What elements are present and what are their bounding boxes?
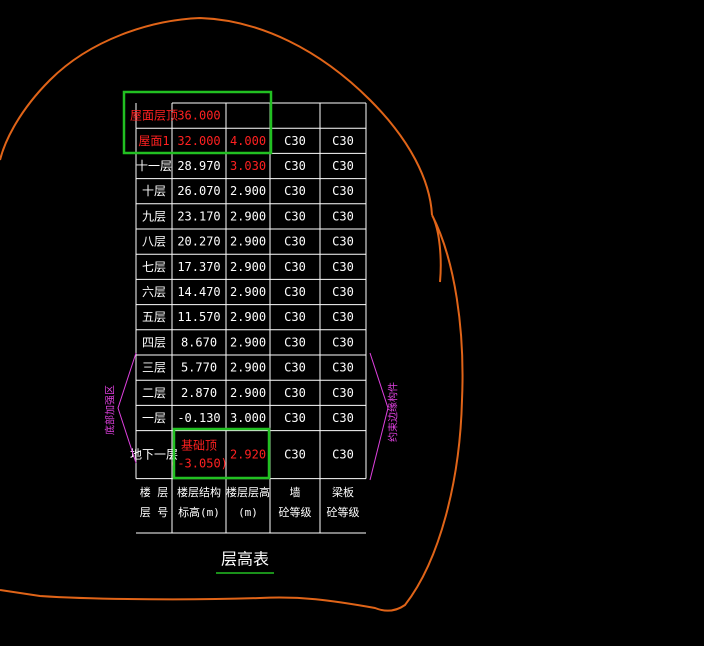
floor-label: 三层 [142,361,166,375]
wall-grade: C30 [284,448,306,462]
column-header: 标高(m) [178,505,220,519]
floor-label: 屋面层顶 [130,109,178,123]
column-header: 楼层层高 [226,485,270,499]
annotation-box-bottom [172,427,271,480]
beam-grade: C30 [332,335,354,349]
floor-height: 2.900 [230,386,266,400]
column-header: 墙 [290,485,301,499]
floor-elevation: 26.070 [177,184,220,198]
floor-height: 2.900 [230,335,266,349]
beam-grade: C30 [332,310,354,324]
beam-grade: C30 [332,134,354,148]
floor-label: 十层 [142,184,166,198]
right-bracket [369,352,389,481]
floor-elevation: -0.130 [177,411,220,425]
floor-height: 3.000 [230,411,266,425]
floor-elevation: 2.870 [181,386,217,400]
table-caption: 层高表 [221,550,269,569]
annotation-box-top [122,90,273,155]
beam-grade: C30 [332,235,354,249]
beam-grade: C30 [332,285,354,299]
floor-height: 2.900 [230,184,266,198]
column-header: 楼 层 [140,485,169,499]
floor-label: 地下一层 [130,448,178,462]
floor-height: 2.900 [230,285,266,299]
floor-elevation: 8.670 [181,335,217,349]
floor-label: 八层 [142,235,166,249]
column-header: 砼等级 [327,505,360,519]
column-header: 砼等级 [279,505,312,519]
beam-grade: C30 [332,386,354,400]
beam-grade: C30 [332,209,354,223]
floor-height: 2.900 [230,235,266,249]
floor-label: 二层 [142,386,166,400]
beam-grade: C30 [332,361,354,375]
floor-elevation: 23.170 [177,209,220,223]
wall-grade: C30 [284,411,306,425]
floor-height: 2.900 [230,361,266,375]
beam-grade: C30 [332,411,354,425]
wall-grade: C30 [284,260,306,274]
left-side-note: 底部加强区 [104,385,117,435]
floor-label: 十一层 [136,159,172,173]
floor-label: 五层 [142,310,166,324]
floor-elevation: 20.270 [177,235,220,249]
floor-elevation: 32.000 [177,134,220,148]
beam-grade: C30 [332,184,354,198]
beam-grade: C30 [332,159,354,173]
wall-grade: C30 [284,235,306,249]
floor-elevation: 11.570 [177,310,220,324]
floor-height: 2.900 [230,209,266,223]
column-header: 层 号 [140,506,169,519]
right-side-note: 约束边缘构件 [387,382,400,442]
wall-grade: C30 [284,285,306,299]
column-header: (m) [238,506,258,519]
left-bracket [117,352,137,464]
floor-label: 九层 [142,209,166,223]
floor-elevation: 14.470 [177,285,220,299]
wall-grade: C30 [284,184,306,198]
floor-elevation: 基础顶 [181,439,217,453]
floor-elevation: 17.370 [177,260,220,274]
floor-height: 4.000 [230,134,266,148]
floor-label: 七层 [142,260,166,274]
beam-grade: C30 [332,448,354,462]
floor-height: 2.900 [230,310,266,324]
wall-grade: C30 [284,335,306,349]
floor-label: 六层 [142,285,166,299]
floor-label: 四层 [142,335,166,349]
wall-grade: C30 [284,386,306,400]
beam-grade: C30 [332,260,354,274]
floor-elevation: (-3.050) [170,457,228,471]
floor-label: 屋面1 [138,134,169,148]
floor-height: 2.900 [230,260,266,274]
wall-grade: C30 [284,361,306,375]
floor-height: 3.030 [230,159,266,173]
column-header: 楼层结构 [177,485,221,499]
floor-elevation: 28.970 [177,159,220,173]
floor-elevation: 36.000 [177,109,220,123]
column-header: 梁板 [332,485,354,499]
wall-grade: C30 [284,310,306,324]
floor-elevation: 5.770 [181,361,217,375]
freehand-outline [0,17,464,612]
wall-grade: C30 [284,159,306,173]
floor-height: 2.920 [230,448,266,462]
wall-grade: C30 [284,209,306,223]
floor-label: 一层 [142,411,166,425]
wall-grade: C30 [284,134,306,148]
table-grid [135,102,367,534]
